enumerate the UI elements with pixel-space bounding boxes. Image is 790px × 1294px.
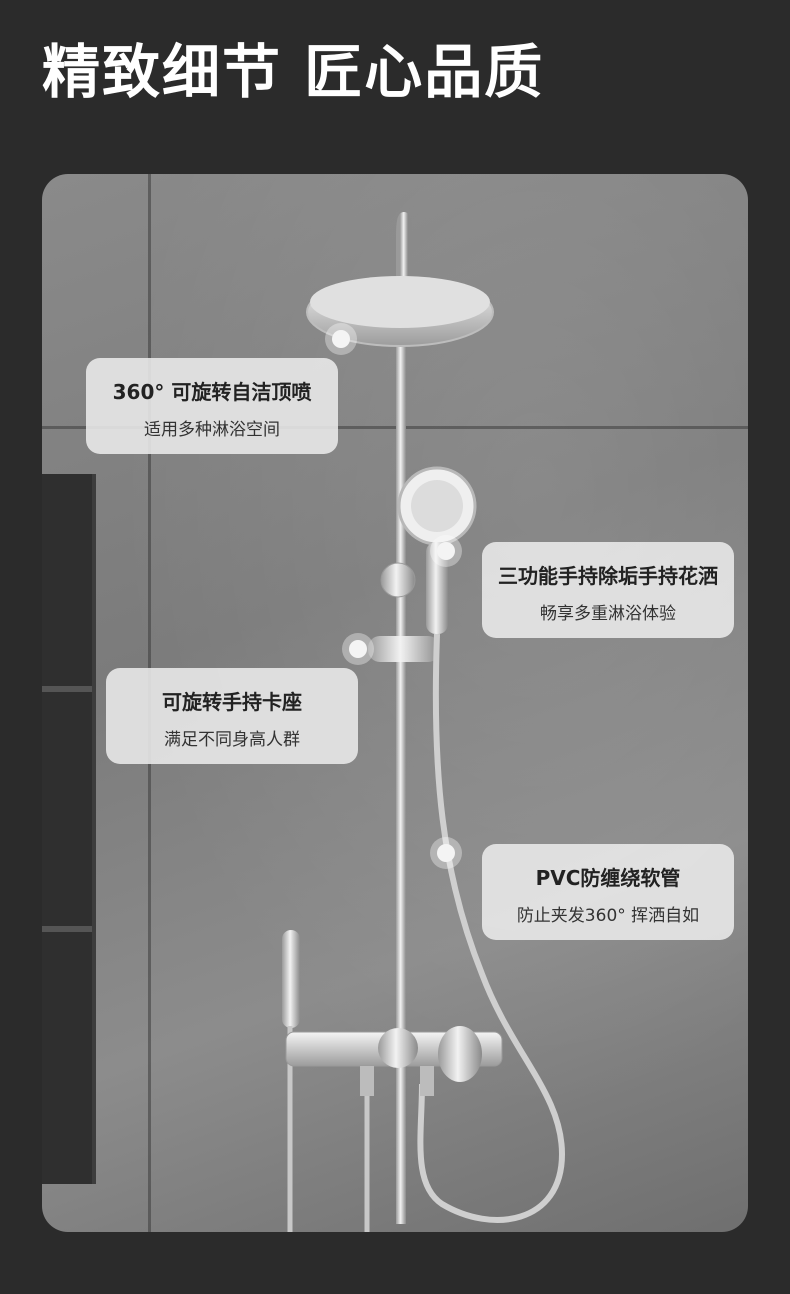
callout-subtitle: 防止夹发360° 挥洒自如 — [516, 906, 700, 926]
callout-title: PVC防缠绕软管 — [535, 866, 681, 890]
gooseneck-arm — [396, 211, 412, 349]
indicator-dot-top-spray — [332, 330, 350, 348]
tile-seam — [42, 426, 748, 429]
indicator-dot-holder — [349, 640, 367, 658]
wall-bracket — [380, 562, 416, 598]
niche-shelf — [42, 926, 92, 932]
shower-system-illustration — [282, 211, 566, 1232]
hand-shower-face — [411, 480, 463, 532]
callout-handheld: 三功能手持除垢手持花洒 畅享多重淋浴体验 — [482, 542, 734, 638]
hand-shower-handle — [426, 542, 448, 634]
wall-niche — [42, 474, 96, 1184]
mixer-knob — [378, 1028, 418, 1068]
riser-pipe — [396, 334, 406, 1224]
callout-title: 三功能手持除垢手持花洒 — [498, 564, 718, 588]
inlet-left — [360, 1066, 374, 1096]
indicator-dot-hose — [437, 844, 455, 862]
bidet-sprayer — [282, 930, 300, 1028]
rotating-holder — [368, 636, 440, 662]
callout-hose: PVC防缠绕软管 防止夹发360° 挥洒自如 — [482, 844, 734, 940]
top-spray-face — [310, 276, 490, 328]
hose — [417, 633, 566, 1223]
product-scene: 360° 可旋转自洁顶喷 适用多种淋浴空间 三功能手持除垢手持花洒 畅享多重淋浴… — [42, 174, 748, 1232]
headline: 精致细节 匠心品质 — [42, 38, 545, 106]
callout-subtitle: 满足不同身高人群 — [164, 730, 300, 750]
callout-holder: 可旋转手持卡座 满足不同身高人群 — [106, 668, 358, 764]
niche-shelf — [42, 686, 92, 692]
mixer-lever — [438, 1026, 482, 1082]
callout-title: 可旋转手持卡座 — [162, 690, 302, 714]
callout-subtitle: 适用多种淋浴空间 — [144, 420, 280, 440]
callout-title: 360° 可旋转自洁顶喷 — [112, 380, 312, 404]
inlet-right — [420, 1066, 434, 1096]
callout-subtitle: 畅享多重淋浴体验 — [540, 604, 676, 624]
indicator-dot-handheld — [437, 542, 455, 560]
callout-top-spray: 360° 可旋转自洁顶喷 适用多种淋浴空间 — [86, 358, 338, 454]
